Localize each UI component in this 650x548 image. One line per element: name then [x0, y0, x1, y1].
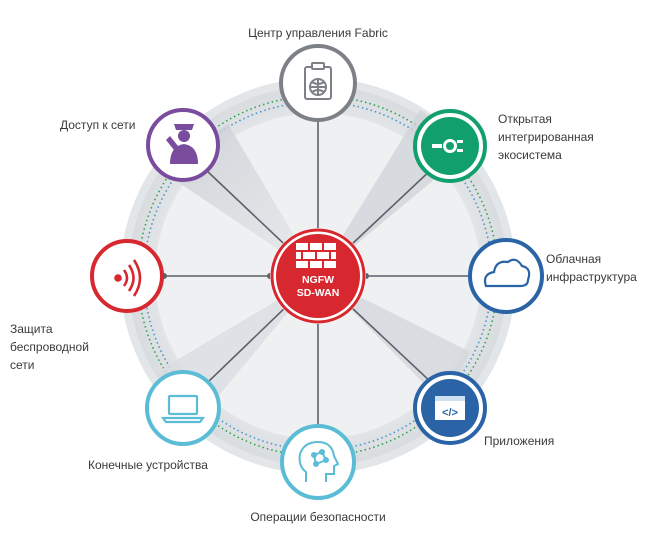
- label-cloud-infrastructure: Облачная инфраструктура: [546, 250, 637, 286]
- center-label-sdwan: SD-WAN: [296, 287, 340, 299]
- node-endpoint-devices: [145, 370, 221, 446]
- label-open-ecosystem: Открытая интегрированная экосистема: [498, 110, 594, 164]
- center-node: [270, 228, 366, 324]
- brain-head-icon: [298, 440, 340, 482]
- label-network-access: Доступ к сети: [60, 118, 136, 132]
- cloud-icon: [483, 258, 531, 288]
- node-cloud-infrastructure: [468, 238, 544, 314]
- label-wireless-line1: Защита: [10, 322, 53, 336]
- svg-text:</>: </>: [442, 407, 458, 419]
- label-wireless-line2: беспроводной: [10, 340, 89, 354]
- label-open-ecosystem-line3: экосистема: [498, 148, 562, 162]
- label-wireless-line3: сети: [10, 358, 35, 372]
- node-security-operations: [280, 424, 356, 500]
- node-network-access: [146, 108, 220, 182]
- code-window-icon: </>: [435, 396, 465, 420]
- firewall-brick-icon: [296, 243, 336, 268]
- node-wireless-security: [90, 239, 164, 313]
- label-applications: Приложения: [484, 434, 555, 448]
- label-security-operations: Операции безопасности: [250, 510, 386, 524]
- label-fabric-management: Центр управления Fabric: [248, 26, 388, 40]
- label-cloud-line2: инфраструктура: [546, 270, 637, 284]
- laptop-icon: [160, 394, 206, 424]
- wireless-signal-icon: [114, 259, 142, 297]
- node-fabric-management: [279, 44, 357, 122]
- clipboard-globe-icon: [304, 62, 332, 100]
- center-label-ngfw: NGFW: [301, 274, 335, 286]
- label-wireless-security: Защита беспроводной сети: [10, 320, 89, 374]
- label-endpoint-devices: Конечные устройства: [88, 458, 208, 472]
- node-open-ecosystem: [413, 109, 487, 183]
- label-open-ecosystem-line2: интегрированная: [498, 130, 594, 144]
- officer-icon: [166, 124, 198, 164]
- label-open-ecosystem-line1: Открытая: [498, 112, 552, 126]
- node-applications: </>: [413, 371, 487, 445]
- label-cloud-line1: Облачная: [546, 252, 602, 266]
